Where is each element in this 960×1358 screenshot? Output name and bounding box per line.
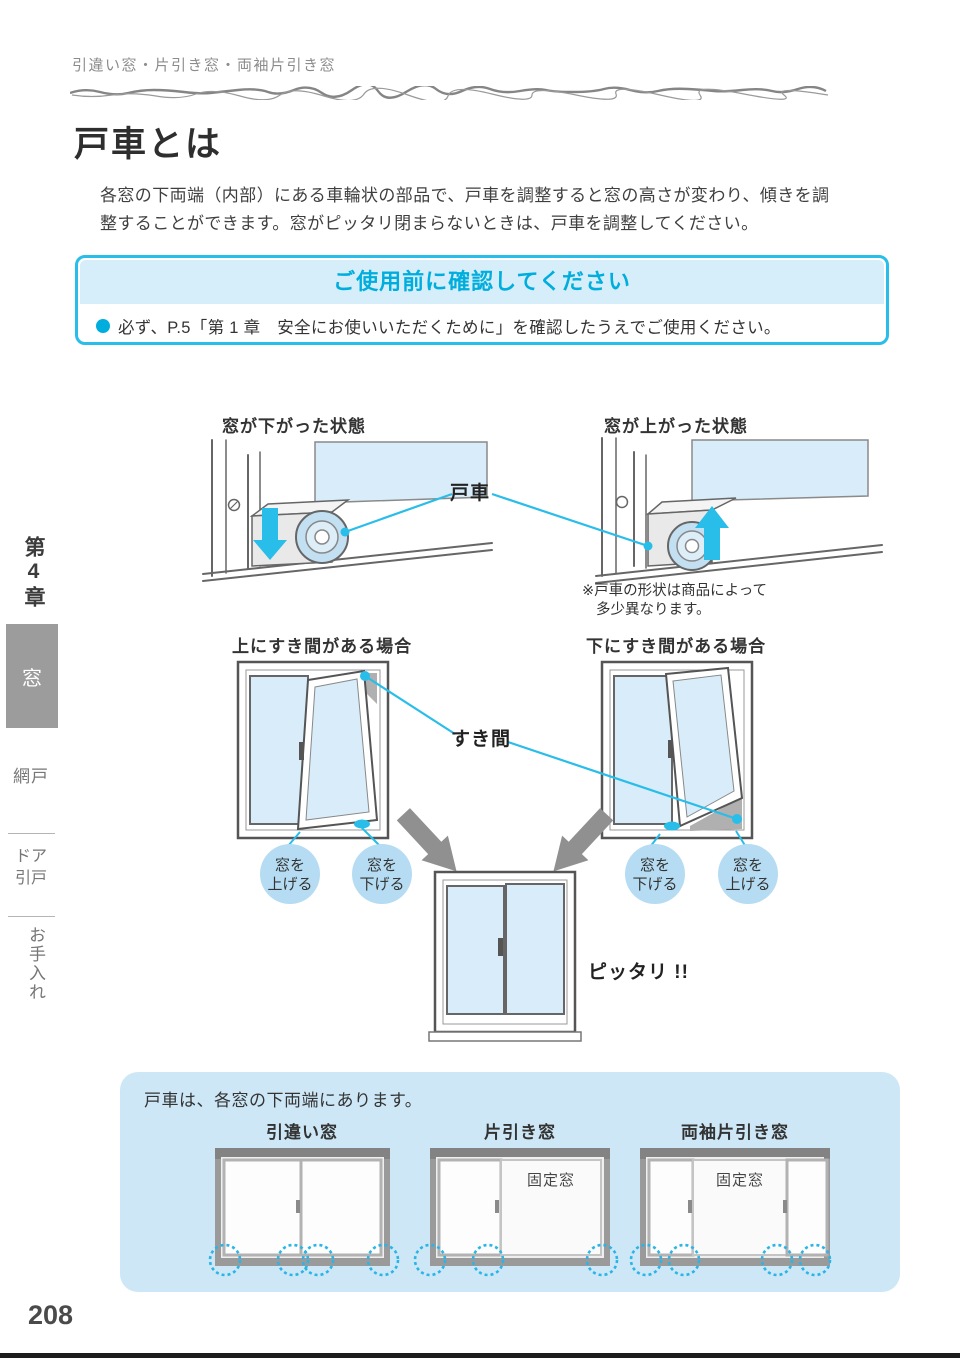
sidebar-divider-1: [8, 833, 55, 834]
svg-text:窓を: 窓を: [367, 856, 397, 874]
chapter-label: 第4章: [22, 536, 45, 610]
breadcrumb: 引違い窓・片引き窓・両袖片引き窓: [72, 57, 337, 74]
svg-text:下げる: 下げる: [359, 876, 404, 893]
bullet-dot-icon: [96, 319, 110, 333]
sidebar-item-care: お手入れ: [26, 926, 45, 1002]
roller-note-line1: ※戸車の形状は商品によって: [582, 582, 767, 599]
label-double-sliding: 引違い窓: [266, 1122, 338, 1142]
intro-line-2: 整することができます。窓がピッタリ閉まらないときは、戸車を調整してください。: [100, 214, 759, 233]
svg-text:下げる: 下げる: [632, 876, 677, 893]
badge-raise-right: 窓を 上げる: [718, 844, 778, 904]
svg-text:窓を: 窓を: [733, 856, 763, 874]
schematic-both-sleeve-window: 固定窓: [629, 1148, 832, 1277]
label-window-lowered: 窓が下がった状態: [222, 416, 366, 436]
arrow-downright-icon: [396, 808, 457, 872]
label-window-raised: 窓が上がった状態: [604, 416, 748, 436]
confirm-box-note: 必ず、P.5「第 1 章 安全にお使いいただくために」を確認したうえでご使用くだ…: [118, 319, 781, 337]
label-gap: すき間: [451, 728, 511, 750]
svg-text:上げる: 上げる: [725, 876, 770, 893]
intro-paragraph: 各窓の下両端（内部）にある車輪状の部品で、戸車を調整すると窓の高さが変わり、傾き…: [100, 182, 900, 238]
page-title: 戸車とは: [74, 125, 223, 164]
label-both-sleeve-sliding: 両袖片引き窓: [681, 1122, 789, 1142]
label-roller: 戸車: [450, 481, 490, 504]
confirm-before-use-box: ご使用前に確認してください 必ず、P.5「第 1 章 安全にお使いいただくために…: [75, 255, 889, 345]
sidebar-tab-window: 窓: [6, 624, 58, 728]
window-gap-top: [236, 660, 390, 847]
sidebar-item-door-line1: ドア: [14, 848, 47, 865]
svg-text:上げる: 上げる: [267, 876, 312, 893]
arrow-downleft-icon: [553, 808, 614, 872]
roller-scene-raised: [595, 437, 883, 584]
badge-lower-left: 窓を 下げる: [352, 844, 412, 904]
roller-location-diagram: 戸車は、各窓の下両端にあります。 引違い窓 片引き窓 両袖片引き窓: [144, 1091, 832, 1277]
sidebar-item-door-line2: 引戸: [14, 870, 47, 887]
hand-drawn-divider: [70, 86, 829, 100]
roller-note-line2: 多少異なります。: [596, 601, 711, 618]
label-gap-bottom: 下にすき間がある場合: [586, 636, 766, 656]
schematic-single-sliding-window: 固定窓: [413, 1148, 619, 1277]
sidebar-item-door: ドア 引戸: [0, 846, 62, 890]
label-fits-perfectly: ピッタリ !!: [588, 961, 689, 983]
sidebar-item-screen-door: 網戸: [13, 767, 49, 786]
roller-scene-lowered: [202, 439, 493, 582]
page-bottom-bar: [0, 1353, 960, 1358]
fixed-window-label-1: 固定窓: [527, 1171, 575, 1189]
arrow-up-icon: [695, 506, 729, 560]
badge-raise-left: 窓を 上げる: [260, 844, 320, 904]
arrow-down-icon: [253, 508, 287, 560]
window-closed: [428, 870, 582, 1042]
label-gap-top: 上にすき間がある場合: [232, 636, 412, 656]
svg-text:窓を: 窓を: [275, 856, 305, 874]
intro-line-1: 各窓の下両端（内部）にある車輪状の部品で、戸車を調整すると窓の高さが変わり、傾き…: [100, 186, 830, 205]
badge-lower-right: 窓を 下げる: [625, 844, 685, 904]
window-gap-bottom: [600, 660, 754, 848]
panel-title: 戸車は、各窓の下両端にあります。: [144, 1091, 422, 1110]
svg-text:窓を: 窓を: [640, 856, 670, 874]
label-single-sliding: 片引き窓: [484, 1122, 556, 1142]
confirm-box-title: ご使用前に確認してください: [80, 260, 884, 304]
page-number: 208: [28, 1300, 74, 1330]
confirm-box-row: 必ず、P.5「第 1 章 安全にお使いいただくために」を確認したうえでご使用くだ…: [96, 314, 781, 338]
roller-and-gap-diagram: 窓が下がった状態 窓が上がった状態: [202, 416, 883, 1042]
schematic-double-sliding-window: [208, 1148, 400, 1277]
sidebar-divider-2: [8, 916, 55, 917]
fixed-window-label-2: 固定窓: [716, 1171, 764, 1189]
roller-location-panel: 戸車は、各窓の下両端にあります。 引違い窓 片引き窓 両袖片引き窓: [120, 1072, 900, 1292]
sidebar-tab-window-label: 窓: [22, 667, 42, 690]
